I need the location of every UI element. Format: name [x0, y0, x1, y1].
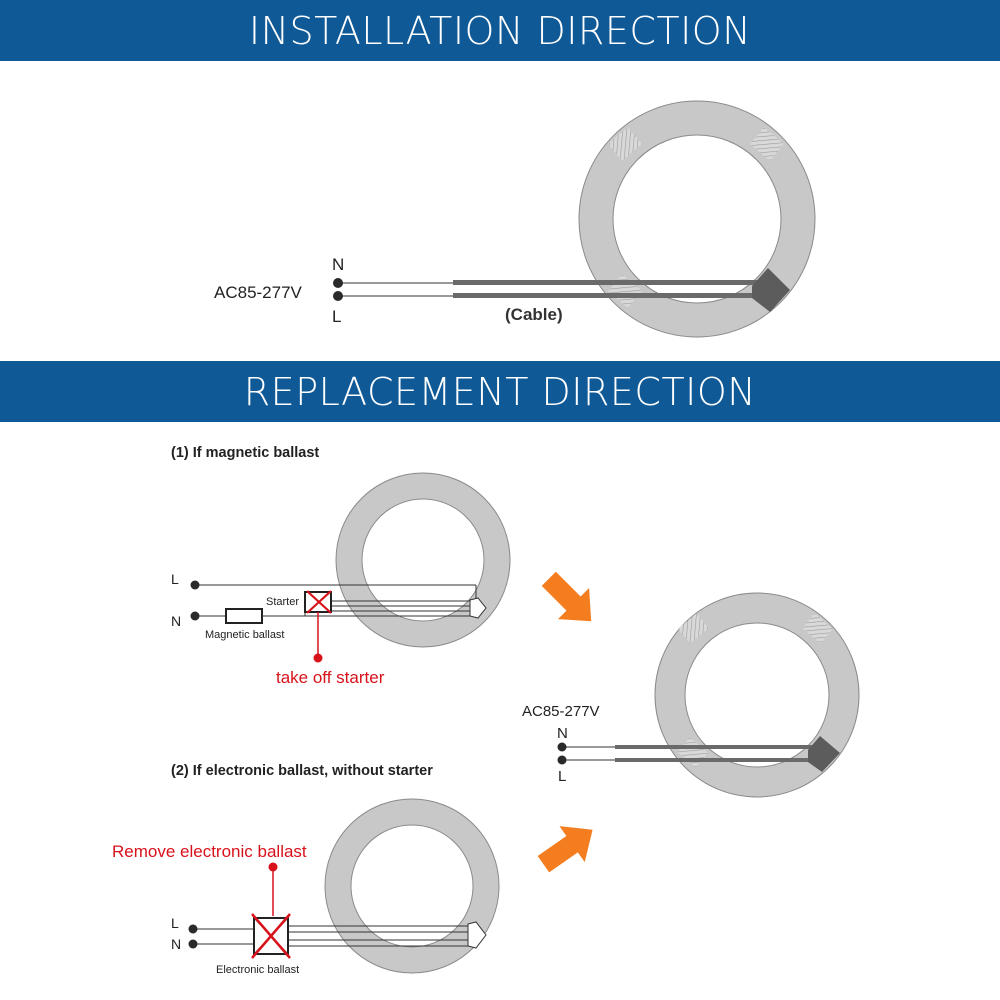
led-pad: [802, 613, 833, 644]
case1-n-label: N: [171, 613, 181, 629]
install-n-label: N: [332, 255, 344, 274]
result-n-label: N: [557, 725, 568, 742]
install-l-label: L: [332, 307, 341, 326]
result-cable: [557, 736, 840, 772]
take-off-starter-label: take off starter: [276, 668, 385, 687]
cable-label: (Cable): [505, 305, 563, 324]
remove-ballast-label: Remove electronic ballast: [112, 842, 307, 861]
case2-n-label: N: [171, 936, 181, 952]
connector-block: [808, 736, 840, 772]
case1-l-label: L: [171, 571, 179, 587]
magnetic-ballast-label: Magnetic ballast: [205, 629, 285, 641]
install-ring-lamp: [578, 100, 816, 338]
connector-block: [469, 597, 487, 619]
result-voltage-label: AC85-277V: [522, 703, 600, 720]
arrow-down-right-icon: [541, 571, 592, 622]
installation-header: INSTALLATION DIRECTION: [0, 0, 1000, 61]
result-l-label: L: [558, 768, 566, 785]
case1-title: (1) If magnetic ballast: [171, 445, 319, 461]
installation-title: INSTALLATION DIRECTION: [248, 8, 752, 53]
connector-block: [752, 268, 790, 312]
case2-title: (2) If electronic ballast, without start…: [171, 763, 433, 779]
magnetic-ballast: [225, 608, 263, 624]
case2-wiring: [188, 862, 487, 959]
replacement-title: REPLACEMENT DIRECTION: [243, 369, 757, 414]
case1-ring-lamp: [335, 472, 511, 648]
case2-ring-lamp: [324, 798, 500, 974]
case2-l-label: L: [171, 915, 179, 931]
starter-label: Starter: [266, 596, 299, 608]
led-pad: [678, 613, 709, 644]
led-pad: [749, 127, 785, 161]
replacement-header: REPLACEMENT DIRECTION: [0, 361, 1000, 422]
led-pad: [607, 127, 643, 161]
install-cable: [333, 268, 790, 312]
arrow-up-right-icon: [537, 826, 593, 873]
connector-block: [467, 921, 487, 949]
result-ring-lamp: [654, 592, 860, 798]
install-voltage-label: AC85-277V: [214, 283, 303, 302]
electronic-ballast-label: Electronic ballast: [216, 964, 299, 976]
case1-wiring: [190, 580, 487, 663]
